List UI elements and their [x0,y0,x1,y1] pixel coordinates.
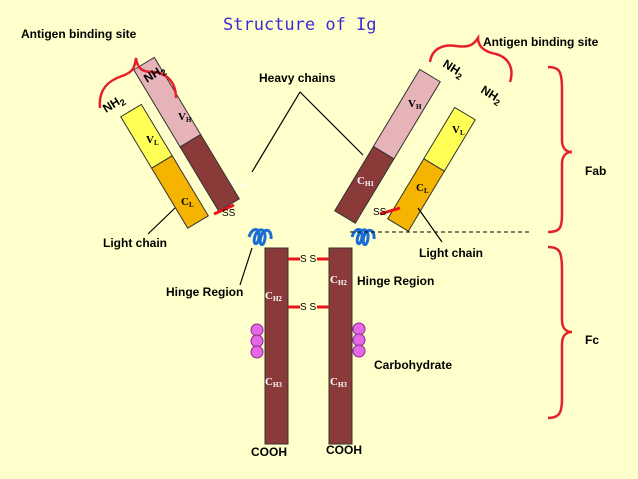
light-chain-left-label: Light chain [103,236,167,250]
label-right-vh: VH [408,98,422,111]
left-hinge-coil [247,228,273,246]
label-left-ch1: CH1 [231,177,248,190]
right-light-heavy-bond [379,206,401,216]
hinge-pointer [239,247,253,286]
left-carbohydrate [250,323,264,359]
ss-right-arm: SS [373,207,387,218]
right-hinge-coil [350,228,376,246]
label-left-cl: CL [181,196,194,209]
antigen-binding-site-left: Antigen binding site [21,27,137,41]
right-ch1-domain [334,145,395,224]
nh2-left-light: NH2 [100,92,127,117]
right-cl-domain [387,158,446,232]
antigen-binding-site-right: Antigen binding site [483,35,599,49]
ss-hinge-2: S S [300,302,316,313]
left-antigen-brace [98,57,178,109]
label-right-ch3: CH3 [330,376,347,389]
disulfide-bonds [213,203,401,309]
left-heavy-stem [264,247,289,445]
hinge-region-left-label: Hinge Region [166,285,243,299]
fc-bracket [547,245,573,420]
right-carbohydrate [352,322,366,358]
label-left-vh: VH [178,111,192,124]
ss-left-arm: SS [222,208,236,219]
label-left-ch3: CH3 [265,376,282,389]
label-right-ch2: CH2 [330,274,347,287]
label-right-ch1: CH1 [357,175,374,188]
fab-label: Fab [585,164,606,178]
label-left-ch2: CH2 [265,290,282,303]
fc-label: Fc [585,333,599,347]
carbohydrate-label: Carbohydrate [374,358,452,372]
label-right-cl: CL [416,182,429,195]
left-cl-domain [150,155,209,229]
diagram-title: Structure of Ig [223,15,377,35]
hinge-region-right-label: Hinge Region [357,274,434,288]
left-light-heavy-bond [213,203,235,216]
right-antigen-brace [428,33,513,83]
right-vl-domain [423,106,476,172]
right-light-arm [387,106,476,232]
nh2-right-heavy: NH2 [439,57,466,82]
right-vh-domain [372,68,441,160]
fab-bracket [547,65,573,234]
nh2-right-light: NH2 [477,83,504,108]
heavy-chains-label: Heavy chains [259,71,336,85]
left-heavy-arm [133,56,240,212]
ss-hinge-1: S S [300,254,316,265]
cooh-right-label: COOH [326,443,362,457]
left-ch1-domain [179,133,240,212]
light-chain-pointers [147,207,443,243]
right-heavy-arm [334,68,441,224]
right-heavy-stem [328,247,353,445]
left-light-arm [120,103,209,229]
heavy-chain-pointers [251,91,364,173]
label-right-vl: VL [452,124,465,137]
light-chain-right-label: Light chain [419,246,483,260]
label-left-vl: VL [146,134,159,147]
cooh-left-label: COOH [251,445,287,459]
